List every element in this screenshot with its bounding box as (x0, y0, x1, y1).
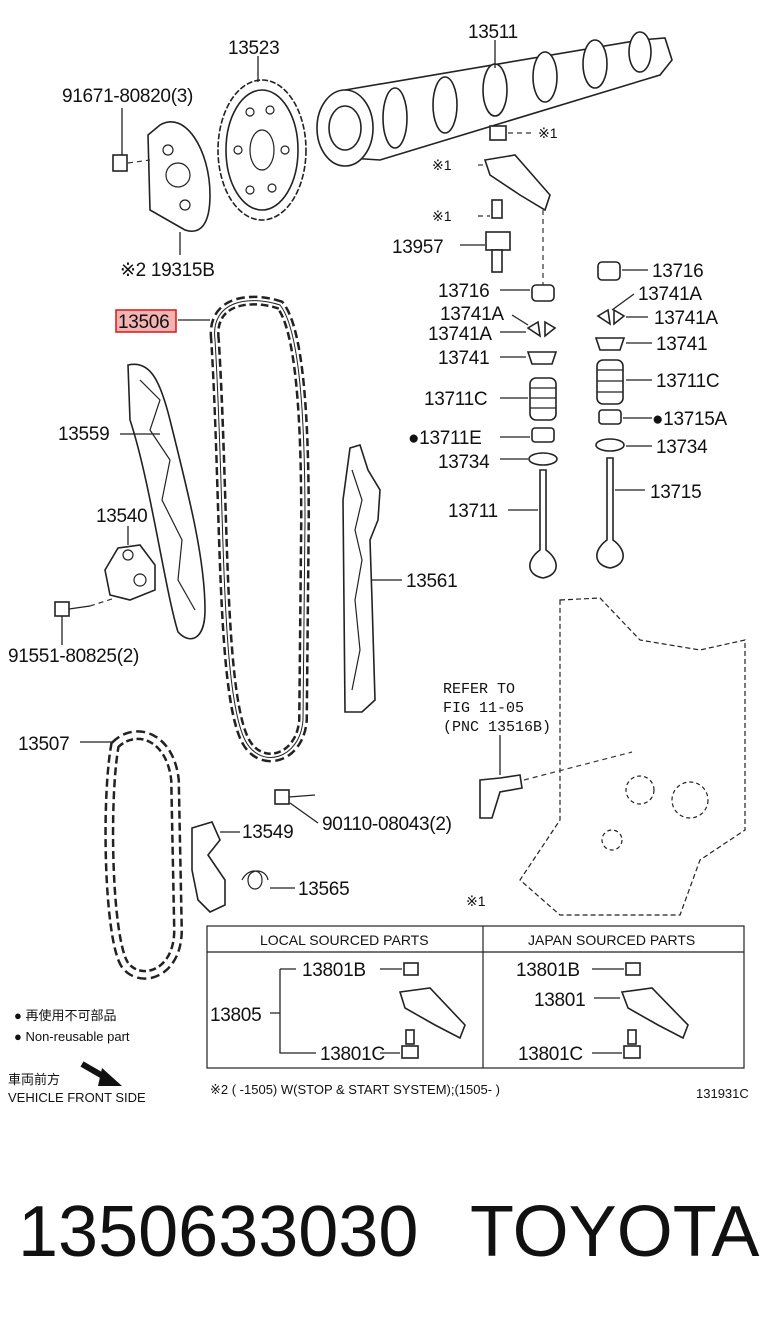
vehicle-front-arrow-icon (80, 1061, 122, 1086)
label-13715: 13715 (650, 482, 701, 503)
bolt-91551-drawing (54, 597, 116, 645)
label-13741-left: 13741 (438, 348, 489, 369)
label-13741a-right-1: 13741A (638, 284, 702, 305)
label-13734-left: 13734 (438, 452, 490, 473)
caption-brand: TOYOTA (470, 1192, 759, 1272)
timing-plate-drawing (147, 121, 211, 232)
vehicle-front-en: VEHICLE FRONT SIDE (8, 1090, 146, 1105)
valve-train-drawing (460, 125, 558, 579)
label-13561: 13561 (406, 571, 457, 592)
local-label-13801c: 13801C (320, 1044, 385, 1065)
engine-block-drawing (479, 597, 746, 916)
refer-line-1: REFER TO (443, 681, 515, 698)
japan-sourced-header: JAPAN SOURCED PARTS (528, 932, 695, 948)
label-90110-08043: 90110-08043(2) (322, 814, 452, 835)
timing-chain-13506-drawing (209, 295, 311, 763)
label-13523: 13523 (228, 38, 279, 59)
label-13711e: ●13711E (408, 428, 481, 449)
note-mark-1a: ※1 (538, 125, 558, 141)
sourced-parts-table (206, 925, 745, 1069)
label-13716-left: 13716 (438, 281, 489, 302)
label-13741a-left-1: 13741A (440, 304, 504, 325)
bolt-90110-drawing (274, 789, 319, 824)
label-13506[interactable]: 13506 (118, 312, 170, 333)
oil-pump-chain-drawing (104, 730, 184, 980)
label-13716-right: 13716 (652, 261, 703, 282)
label-91671-80820: 91671-80820(3) (62, 86, 193, 107)
label-19315b: ※2 19315B (120, 260, 215, 281)
spring-13565-drawing (241, 870, 269, 890)
footnote-stop-start: ※2 ( -1505) W(STOP & START SYSTEM);(1505… (210, 1082, 500, 1097)
chain-tensioner-drawing (104, 544, 156, 601)
note-mark-1c: ※1 (432, 208, 452, 224)
legend-non-reusable-en: ● Non-reusable part (14, 1029, 130, 1044)
chain-guide-drawing (342, 444, 381, 713)
label-13559: 13559 (58, 424, 109, 445)
label-13549: 13549 (242, 822, 293, 843)
japan-label-13801: 13801 (534, 990, 585, 1011)
label-13741-right: 13741 (656, 334, 707, 355)
label-13957: 13957 (392, 237, 443, 258)
highlight-13506 (115, 309, 177, 333)
camshaft-drawing (316, 31, 673, 167)
bolt-91671-drawing (112, 108, 151, 172)
figure-id: 131931C (696, 1086, 749, 1101)
local-label-13805: 13805 (210, 1005, 261, 1026)
label-13741a-left-2: 13741A (428, 324, 492, 345)
cam-sprocket-drawing (217, 79, 307, 221)
label-13715a: ●13715A (652, 409, 728, 430)
label-13711c-left: 13711C (424, 389, 487, 410)
label-13507: 13507 (18, 734, 69, 755)
label-13711c-right: 13711C (656, 371, 719, 392)
label-13734-right: 13734 (656, 437, 708, 458)
japan-label-13801b: 13801B (516, 960, 580, 981)
label-13741a-right-2: 13741A (654, 308, 718, 329)
vehicle-front-cn: 車両前方 (8, 1072, 60, 1087)
exhaust-valve-train-drawing (594, 261, 652, 569)
local-label-13801b: 13801B (302, 960, 366, 981)
label-13511: 13511 (468, 22, 518, 43)
oil-pump-damper-drawing (191, 821, 226, 913)
table-note-mark: ※1 (466, 893, 486, 909)
japan-label-13801c: 13801C (518, 1044, 583, 1065)
label-13540: 13540 (96, 506, 147, 527)
note-mark-1b: ※1 (432, 157, 452, 173)
label-13565: 13565 (298, 879, 349, 900)
label-13711: 13711 (448, 501, 498, 522)
legend-non-reusable-cn: ● 再使用不可部品 (14, 1008, 116, 1023)
caption-part-number: 1350633030 (18, 1192, 418, 1272)
chain-tensioner-arm-drawing (127, 363, 206, 640)
refer-line-3[interactable]: (PNC 13516B) (443, 719, 551, 736)
local-sourced-header: LOCAL SOURCED PARTS (260, 932, 429, 948)
refer-line-2: FIG 11-05 (443, 700, 524, 717)
label-91551-80825: 91551-80825(2) (8, 646, 139, 667)
